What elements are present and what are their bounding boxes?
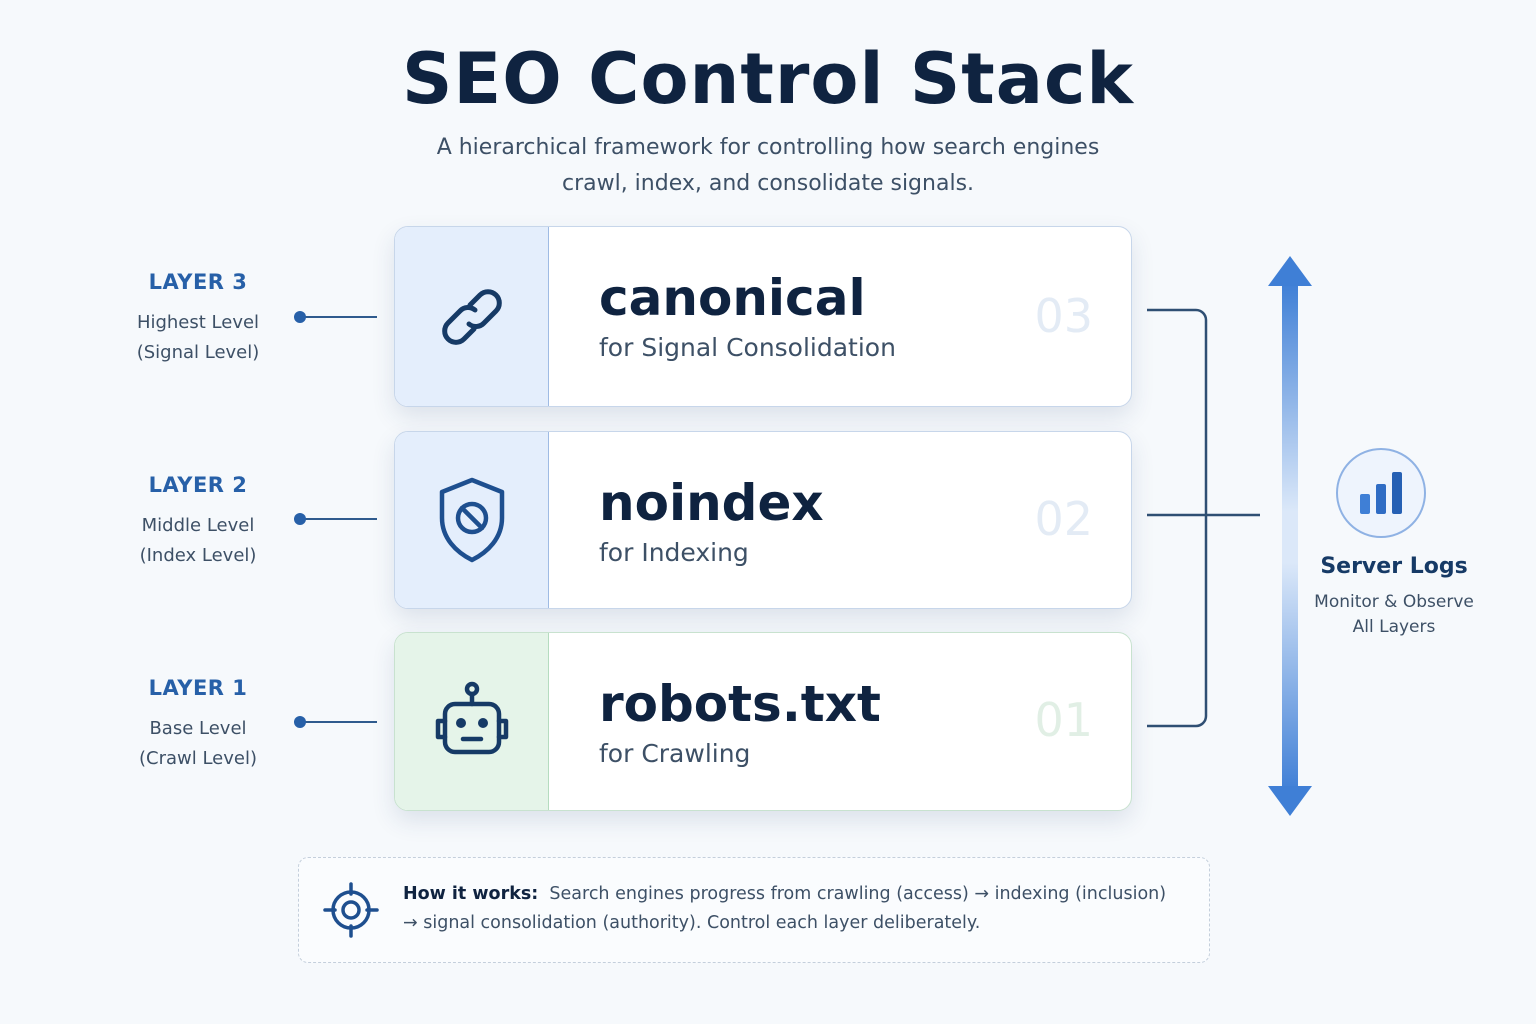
card-noindex-name: noindex [599, 474, 824, 532]
card-robots-description: for Crawling [599, 739, 751, 768]
layer-2-level: Middle Level (Index Level) [110, 511, 286, 571]
card-robots: robots.txt for Crawling 01 [394, 632, 1132, 811]
how-it-works-text-line1: Search engines progress from crawling (a… [549, 884, 1167, 904]
how-it-works-text-line2: → signal consolidation (authority). Cont… [403, 913, 981, 933]
server-logs-badge [1336, 448, 1426, 538]
connector-dot [294, 311, 306, 323]
layer-1-label: LAYER 1 [148, 676, 248, 700]
card-noindex: noindex for Indexing 02 [394, 431, 1132, 609]
how-it-works-line1: How it works: Search engines progress fr… [403, 880, 1193, 909]
shield-block-icon [439, 477, 504, 563]
layer-1-connector [294, 716, 377, 728]
layer-2-level-name: Middle Level [141, 515, 255, 536]
connector-dot [294, 513, 306, 525]
layer-3-connector [294, 311, 377, 323]
card-canonical-name: canonical [599, 269, 866, 327]
layer-1-level-name: Base Level [149, 718, 247, 739]
layer-1-level: Base Level (Crawl Level) [110, 714, 286, 774]
page-title: SEO Control Stack [401, 38, 1134, 120]
target-icon [323, 882, 379, 938]
server-logs-title: Server Logs [1320, 554, 1468, 579]
page-subtitle: A hierarchical framework for controlling… [436, 135, 1100, 196]
card-canonical-number: 03 [1034, 289, 1093, 343]
card-canonical-description: for Signal Consolidation [599, 333, 896, 362]
how-it-works-label: How it works: [403, 884, 539, 904]
layer-2-label-group: LAYER 2 Middle Level (Index Level) [110, 473, 286, 571]
bar-chart-icon [1360, 472, 1402, 514]
server-logs-subtitle: Monitor & Observe All Layers [1296, 590, 1492, 640]
bracket-connector [1147, 308, 1260, 728]
connector-dot [294, 716, 306, 728]
card-canonical-icon-box [395, 227, 549, 406]
card-canonical: canonical for Signal Consolidation 03 [394, 226, 1132, 407]
card-noindex-description: for Indexing [599, 538, 749, 567]
how-it-works-text: How it works: Search engines progress fr… [403, 880, 1193, 938]
how-it-works-box: How it works: Search engines progress fr… [298, 857, 1210, 963]
card-robots-icon-box [395, 633, 549, 810]
card-robots-name: robots.txt [599, 675, 881, 733]
server-logs-subtitle-line2: All Layers [1352, 617, 1436, 637]
link-icon [441, 288, 502, 345]
layer-3-label: LAYER 3 [148, 270, 248, 294]
card-noindex-icon-box [395, 432, 549, 608]
server-logs-subtitle-line1: Monitor & Observe [1314, 592, 1474, 612]
card-noindex-number: 02 [1034, 492, 1093, 546]
layer-3-level-name: Highest Level [136, 312, 260, 333]
vertical-double-arrow [1268, 256, 1312, 816]
robot-icon [435, 681, 508, 754]
layer-2-connector [294, 513, 377, 525]
card-robots-number: 01 [1034, 693, 1093, 747]
layer-1-level-sub: (Crawl Level) [138, 748, 257, 769]
layer-3-level: Highest Level (Signal Level) [110, 308, 286, 368]
layer-3-level-sub: (Signal Level) [136, 342, 260, 363]
layer-2-label: LAYER 2 [148, 473, 248, 497]
layer-1-label-group: LAYER 1 Base Level (Crawl Level) [110, 676, 286, 774]
layer-2-level-sub: (Index Level) [139, 545, 257, 566]
layer-3-label-group: LAYER 3 Highest Level (Signal Level) [110, 270, 286, 368]
